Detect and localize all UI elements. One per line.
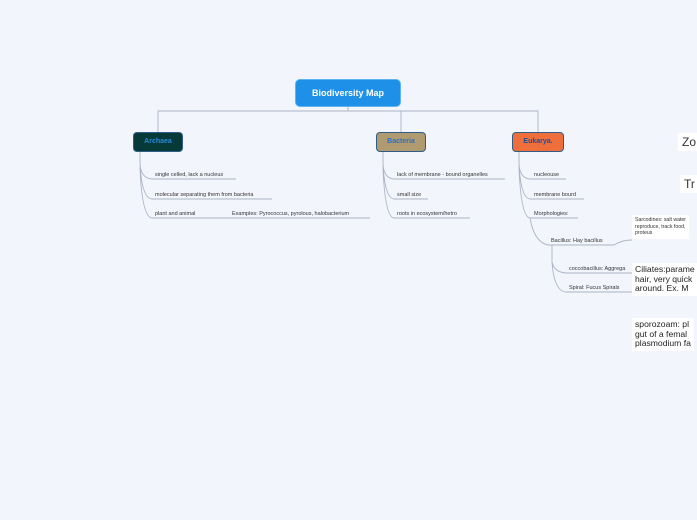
morph-branch (529, 217, 633, 293)
ciliates-card[interactable]: Ciliates:parame hair, very quick around.… (632, 263, 697, 296)
sporozoa-line-2: gut of a femal (635, 328, 688, 339)
topic-archaea[interactable]: Archaea (134, 133, 182, 151)
archaea-item-3[interactable]: plant and animal (155, 211, 196, 217)
sarcodines-note[interactable]: Sarcodines: salt water reproduce, track … (632, 215, 690, 239)
eukarya-branch (518, 152, 584, 219)
sarcodines-line-3: proteus (635, 230, 653, 236)
ciliates-line-3: around. Ex. M (635, 283, 689, 294)
bacteria-item-1[interactable]: lack of membrane - bound organelles (397, 172, 488, 178)
bacteria-item-3[interactable]: roots in ecosystem/hetro (397, 211, 457, 217)
ciliates-line-2: hair, very quick (635, 273, 693, 284)
sporozoa-card[interactable]: sporozoam: pl gut of a femal plasmodium … (632, 318, 694, 351)
bacteria-item-2[interactable]: small size (397, 192, 422, 198)
morph-spiral[interactable]: Spiral: Fucus Spirals (569, 285, 620, 291)
morph-bacillus[interactable]: Bacillus: Hay bacillus (551, 238, 603, 244)
node-zo[interactable]: Zo (678, 133, 697, 151)
archaea-item-2[interactable]: molecular separating them from bacteria (155, 192, 254, 198)
sarcodines-line-1: Sarcodines: salt water (635, 217, 687, 223)
eukarya-item-1[interactable]: nucleouse (534, 172, 560, 178)
archaea-item-1[interactable]: single celled, lack a nucleus (155, 172, 224, 178)
morph-coccobacillus[interactable]: coccobacillus: Aggrega (569, 266, 626, 272)
ciliates-line-1: Ciliates:parame (635, 264, 695, 274)
sarcodines-line-2: reproduce, track food, (635, 223, 686, 230)
sporozoa-line-1: sporozoam: pl (635, 319, 689, 329)
node-tr[interactable]: Tr (680, 175, 697, 193)
eukarya-item-2[interactable]: membrane bourd (534, 192, 576, 198)
topic-bacteria[interactable]: Bacteria (377, 133, 425, 151)
eukarya-item-3[interactable]: Morphologies: (534, 211, 569, 217)
root-node[interactable]: Biodiversity Map (296, 80, 400, 106)
topic-eukarya[interactable]: Eukarya. (513, 133, 563, 151)
bacteria-branch (382, 152, 505, 219)
root-connector (157, 106, 539, 133)
archaea-examples[interactable]: Examples: Pyrococcus, pyrolous, halobact… (232, 211, 350, 217)
sporozoa-line-3: plasmodium fa (635, 338, 691, 349)
archaea-branch (139, 152, 370, 219)
